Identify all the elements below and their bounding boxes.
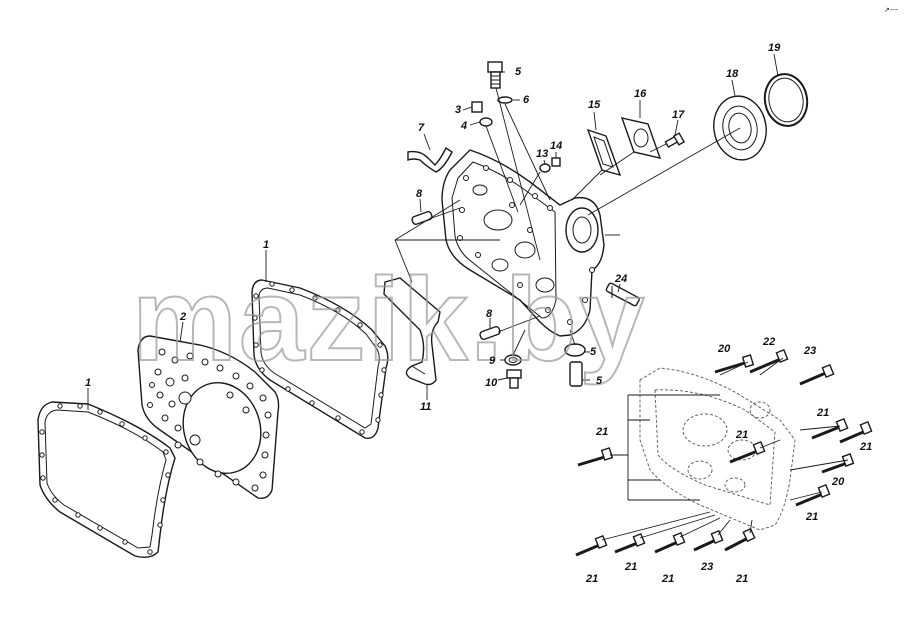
bolt-21-c — [614, 532, 646, 554]
sensor-24 — [605, 282, 640, 307]
bolt-22 — [749, 348, 789, 374]
callout-9: 9 — [489, 355, 496, 367]
callout-14: 14 — [550, 140, 562, 152]
callouts: 1 2 1 3 4 5 6 7 8 8 9 10 11 13 14 15 16 … — [85, 42, 872, 585]
watermark: mazik.by — [132, 254, 646, 386]
callout-19: 19 — [768, 42, 781, 54]
bolts-rear — [575, 348, 873, 557]
bolt-21-e — [729, 440, 766, 464]
bolt-21-d — [654, 531, 686, 554]
callout-21-e: 21 — [735, 429, 748, 441]
callout-21-d: 21 — [661, 573, 674, 585]
callout-13: 13 — [536, 148, 548, 160]
rear-housing — [639, 367, 796, 531]
leader-lines — [87, 53, 849, 541]
bolt-23-bottom — [693, 529, 724, 552]
plate-2 — [137, 335, 280, 500]
callout-20-top: 20 — [717, 343, 731, 355]
callout-23-bottom: 23 — [700, 561, 713, 573]
callout-16: 16 — [634, 88, 647, 100]
plug-14 — [551, 157, 561, 167]
bolt-21-f — [724, 527, 756, 552]
washer-4 — [479, 117, 493, 127]
callout-21-h: 21 — [859, 441, 872, 453]
fitting-3 — [471, 101, 483, 113]
callout-23-top: 23 — [803, 345, 816, 357]
bolt-20-top — [714, 354, 755, 374]
callout-6: 6 — [523, 94, 530, 106]
shift-fork-11 — [383, 277, 441, 400]
callout-17: 17 — [672, 109, 685, 121]
pin-8-low — [479, 325, 501, 341]
pipe-7 — [407, 146, 453, 173]
bolt-21-b — [575, 534, 608, 557]
callout-22: 22 — [762, 336, 775, 348]
gasket-1-right — [251, 279, 389, 439]
callout-21-a: 21 — [595, 426, 608, 438]
callout-7: 7 — [418, 122, 425, 134]
callout-5-mid: 5 — [590, 346, 597, 358]
callout-10: 10 — [485, 377, 498, 389]
washer-6 — [497, 96, 513, 104]
plug-13 — [539, 163, 551, 173]
callout-15: 15 — [588, 99, 601, 111]
callout-8-top: 8 — [416, 188, 423, 200]
cover-16 — [620, 117, 662, 159]
callout-3: 3 — [455, 104, 461, 116]
plug-5-low — [569, 361, 583, 387]
callout-5-low: 5 — [596, 375, 603, 387]
callout-4: 4 — [460, 120, 467, 132]
callout-20-right: 20 — [831, 476, 845, 488]
callout-21-b: 21 — [585, 573, 598, 585]
gasket-1-left — [37, 401, 176, 559]
callout-2: 2 — [179, 311, 186, 323]
bolt-17 — [664, 132, 686, 149]
callout-5-top: 5 — [515, 66, 522, 78]
callout-24: 24 — [614, 273, 627, 285]
corner-mark: ↗−− — [884, 7, 898, 14]
bolt-21-g — [795, 483, 831, 507]
callout-21-i: 21 — [816, 407, 829, 419]
bolt-23-top — [799, 363, 835, 386]
bolt-20-right — [821, 453, 855, 474]
callout-21-g: 21 — [805, 511, 818, 523]
gasket-15 — [586, 128, 622, 177]
snap-ring-19 — [763, 73, 809, 127]
pin-8-top — [411, 210, 433, 226]
plug-5-top — [487, 61, 503, 89]
callout-21-f: 21 — [735, 573, 748, 585]
gearbox-housing — [441, 149, 605, 337]
callout-8-low: 8 — [486, 308, 493, 320]
callout-21-c: 21 — [624, 561, 637, 573]
bolt-21-a — [577, 447, 614, 467]
callout-18: 18 — [726, 68, 739, 80]
bolt-21-h — [839, 420, 873, 444]
plug-10 — [506, 369, 522, 389]
callout-11: 11 — [420, 401, 431, 413]
callout-1-left: 1 — [85, 377, 91, 389]
callout-1-right: 1 — [263, 239, 269, 251]
